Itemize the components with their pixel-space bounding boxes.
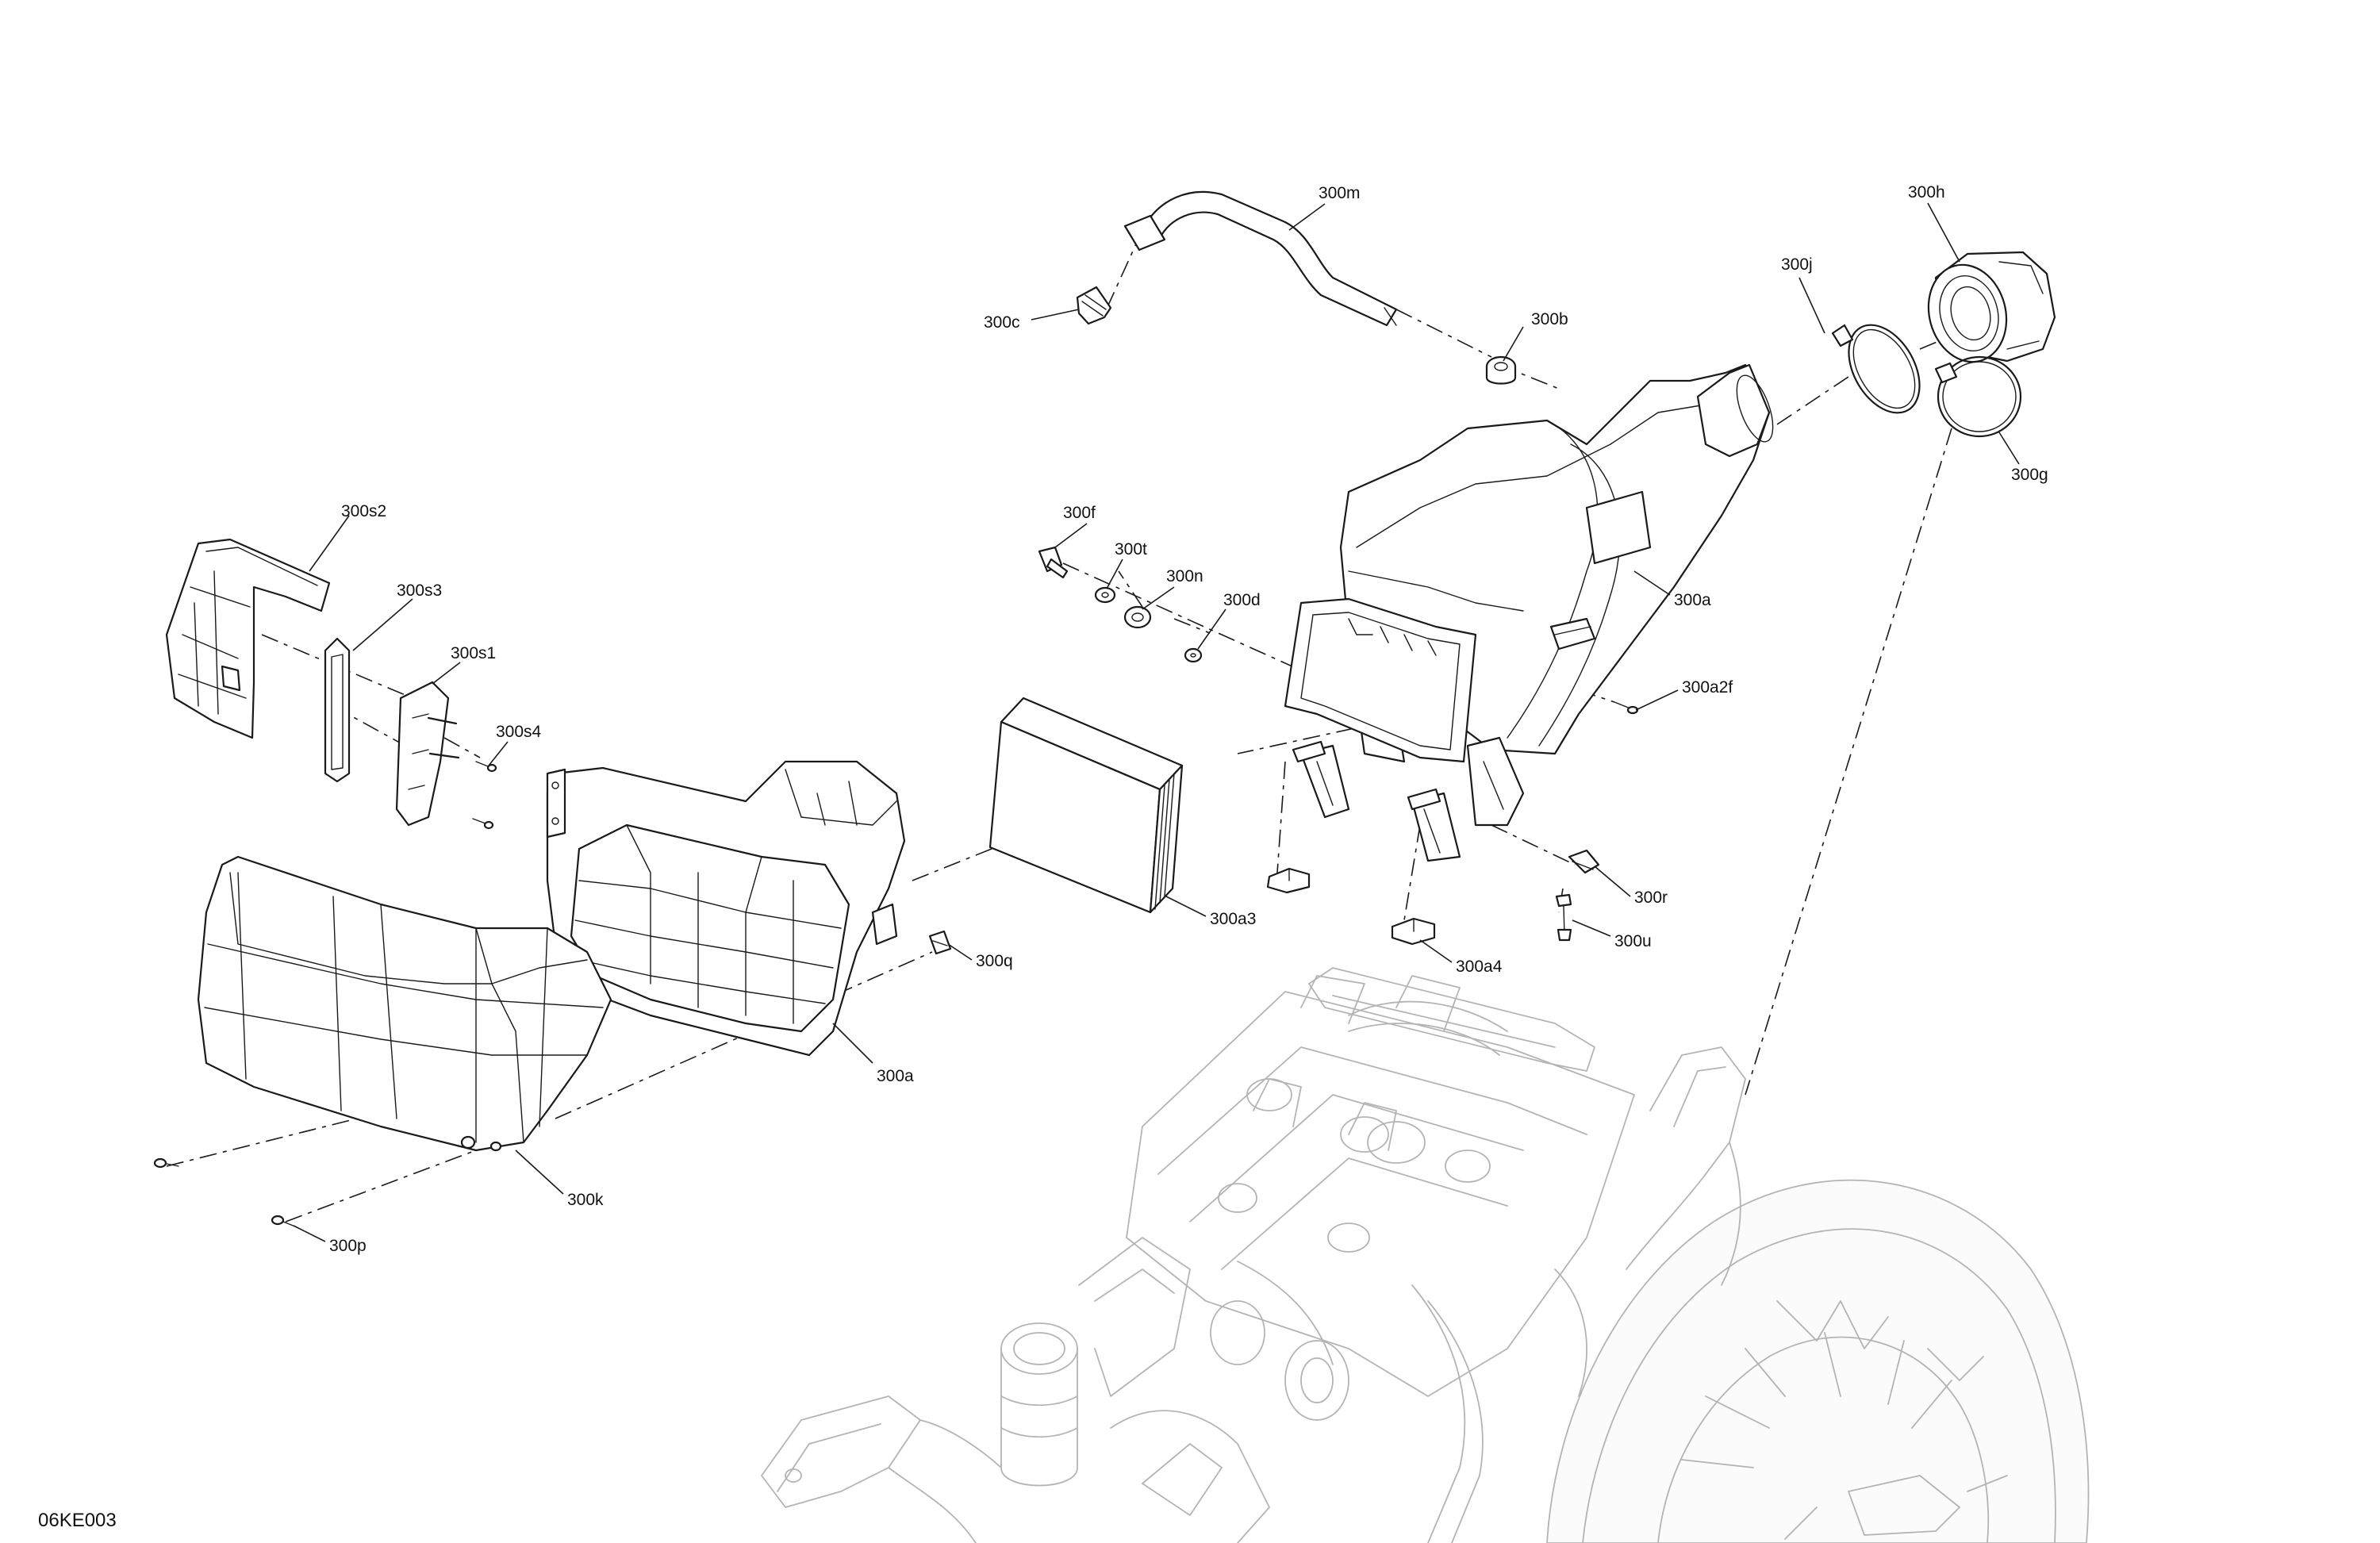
part-300m-hose bbox=[1123, 190, 1398, 327]
callout-300u: 300u bbox=[1614, 932, 1652, 950]
callout-labels: 300m 300h 300j 300c 300b 300g 300s2 300s… bbox=[38, 183, 2048, 1531]
part-300a4-mount-clips bbox=[1266, 867, 1436, 946]
part-300h-coupling bbox=[1927, 251, 2056, 363]
callout-300a-cover: 300a bbox=[877, 1067, 914, 1085]
callout-300a2f: 300a2f bbox=[1682, 678, 1733, 697]
callout-300n: 300n bbox=[1166, 567, 1203, 585]
callout-300r: 300r bbox=[1634, 889, 1668, 907]
part-300s2-cover-bracket bbox=[165, 538, 331, 739]
part-300f-bolt bbox=[1038, 546, 1069, 579]
leader-lines bbox=[293, 202, 2020, 1242]
part-300k-outer-cover bbox=[197, 855, 612, 1152]
part-300r-clip bbox=[1568, 849, 1600, 874]
callout-300s3: 300s3 bbox=[397, 582, 442, 600]
callout-300d: 300d bbox=[1223, 591, 1261, 609]
part-300n-nut bbox=[1123, 605, 1152, 629]
part-300d-filter-frame bbox=[1284, 597, 1477, 862]
engine-assembly bbox=[761, 967, 2090, 1543]
callout-300s2: 300s2 bbox=[341, 502, 386, 520]
part-300a-airbox-body bbox=[1339, 363, 1774, 827]
part-300s4-screws bbox=[472, 761, 497, 830]
part-300g-clamp-ring bbox=[1934, 355, 2022, 438]
callout-300a3: 300a3 bbox=[1210, 910, 1256, 928]
callout-300f: 300f bbox=[1063, 504, 1096, 522]
part-300s3-gasket bbox=[324, 637, 351, 783]
part-300b-grommet bbox=[1485, 355, 1517, 385]
callout-300k: 300k bbox=[567, 1191, 604, 1209]
part-300a3-air-filter bbox=[988, 697, 1184, 914]
part-300t-washer bbox=[1094, 586, 1116, 604]
callout-300h: 300h bbox=[1908, 183, 1945, 202]
callout-300t: 300t bbox=[1115, 540, 1147, 558]
callout-300b: 300b bbox=[1531, 310, 1568, 328]
part-300s1-mounting-plate bbox=[395, 681, 460, 827]
callout-300g: 300g bbox=[2011, 466, 2048, 484]
part-300j-clamp-ring bbox=[1831, 324, 1921, 414]
callout-300j: 300j bbox=[1781, 255, 1813, 274]
callout-300a4: 300a4 bbox=[1456, 958, 1503, 976]
callout-300c: 300c bbox=[984, 313, 1020, 332]
callout-300m: 300m bbox=[1319, 184, 1361, 202]
part-300d-washer bbox=[1184, 647, 1203, 663]
callout-300p: 300p bbox=[329, 1237, 367, 1255]
diagram-code: 06KE003 bbox=[38, 1510, 117, 1531]
part-300a2f-screw bbox=[1614, 701, 1639, 715]
callout-300a-airbox: 300a bbox=[1674, 591, 1711, 609]
callout-300s1: 300s1 bbox=[451, 644, 496, 662]
part-300q-clip bbox=[928, 930, 952, 955]
callout-300s4: 300s4 bbox=[496, 723, 542, 741]
part-300p-screws bbox=[153, 1157, 296, 1227]
callout-300q: 300q bbox=[976, 952, 1013, 970]
part-300u-screw bbox=[1555, 893, 1572, 942]
part-300a-airbox-cover bbox=[546, 760, 906, 1057]
part-300c-clamp bbox=[1076, 286, 1112, 325]
